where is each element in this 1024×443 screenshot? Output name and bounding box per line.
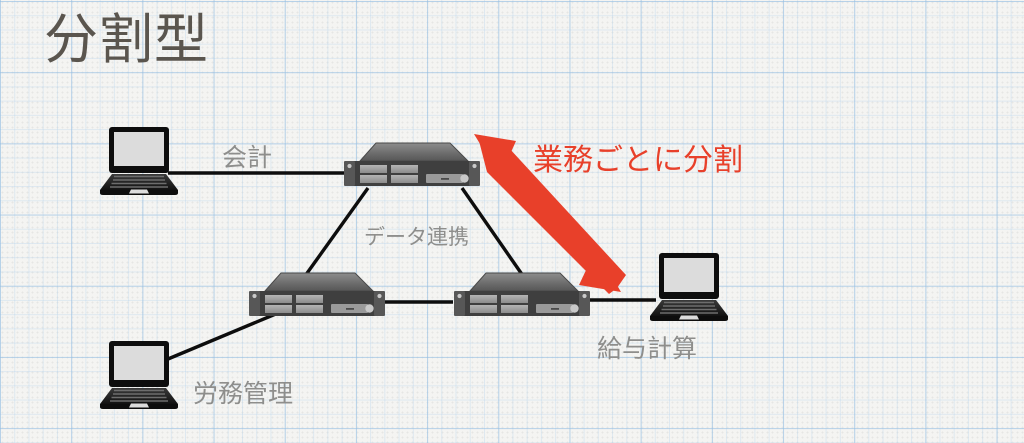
laptop-accounting-icon: [99, 127, 179, 195]
diagram-labels: 会計 データ連携 給与計算 労務管理: [193, 143, 697, 408]
laptop-payroll-icon: [649, 253, 729, 321]
link-laptop-labor-to-server-labor: [167, 311, 279, 361]
server-payroll-icon: [453, 272, 591, 317]
server-labor-icon: [248, 272, 386, 317]
laptop-labor-icon: [99, 341, 179, 409]
connection-lines: [167, 171, 656, 361]
label-data-integration: データ連携: [364, 225, 469, 249]
label-payroll: 給与計算: [597, 334, 697, 363]
page-title: 分割型: [44, 8, 209, 71]
link-server-accounting-to-server-payroll: [460, 187, 530, 284]
callout-label: 業務ごとに分割: [533, 143, 743, 178]
server-accounting-icon: [343, 142, 481, 187]
label-labor-management: 労務管理: [193, 379, 293, 408]
link-server-accounting-to-server-labor: [298, 187, 370, 284]
label-accounting: 会計: [222, 143, 272, 172]
callout-arrow-icon: [474, 134, 626, 294]
